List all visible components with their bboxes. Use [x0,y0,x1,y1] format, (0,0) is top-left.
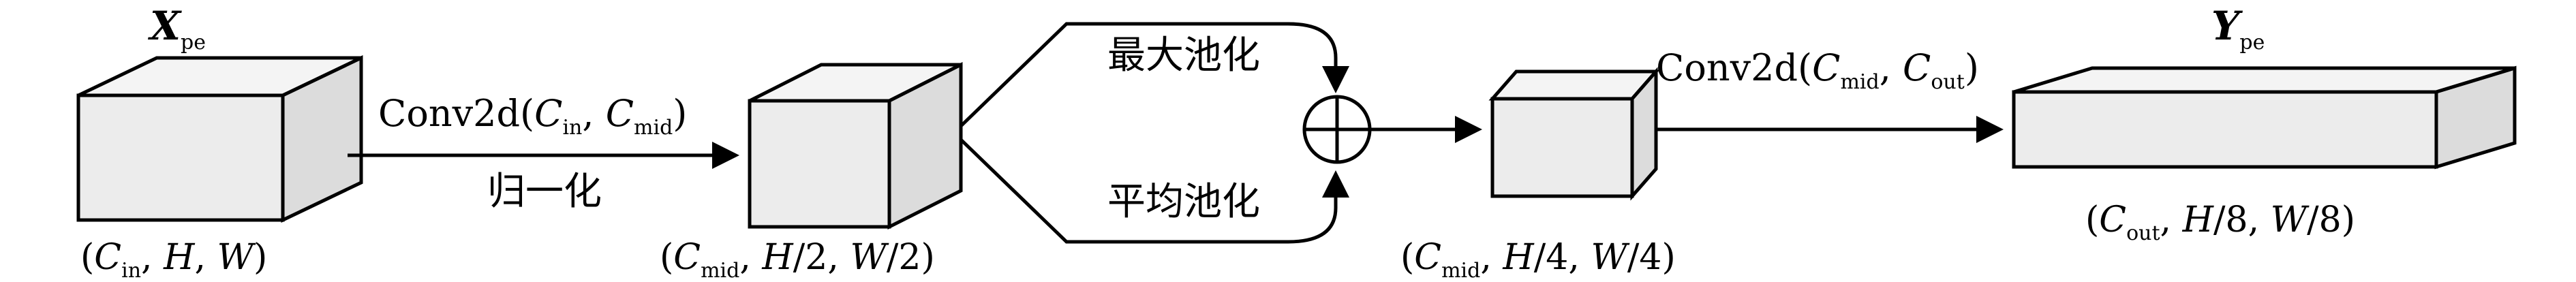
add-node-icon [1302,95,1372,164]
maxpool-label: 最大池化 [1107,33,1260,78]
conv1-label: Conv2d(Cin, Cmid) [378,92,687,140]
conv2-label: Conv2d(Cmid, Cout) [1656,46,1979,94]
input-tensor-block [76,55,363,223]
maxpool-branch [960,22,1349,127]
norm-label: 归一化 [487,170,602,214]
output-symbol: Y [2211,3,2243,49]
output-dims: (Cout, H/8, W/8) [2085,200,2355,245]
mid1-dims: (Cmid, H/2, W/2) [660,237,935,282]
output-label: Ype [2211,3,2265,54]
mid2-tensor-block [1488,67,1660,201]
input-symbol: X [147,3,182,49]
avgpool-branch [960,138,1349,244]
input-dims: (Cin, H, W) [80,237,267,282]
output-tensor-block [2012,65,2517,170]
mid1-tensor-block [748,61,963,230]
input-subscript: pe [181,31,206,54]
avgpool-label: 平均池化 [1107,180,1260,224]
output-subscript: pe [2239,31,2265,54]
input-label: Xpe [147,3,206,54]
mid2-dims: (Cmid, H/4, W/4) [1400,237,1676,282]
